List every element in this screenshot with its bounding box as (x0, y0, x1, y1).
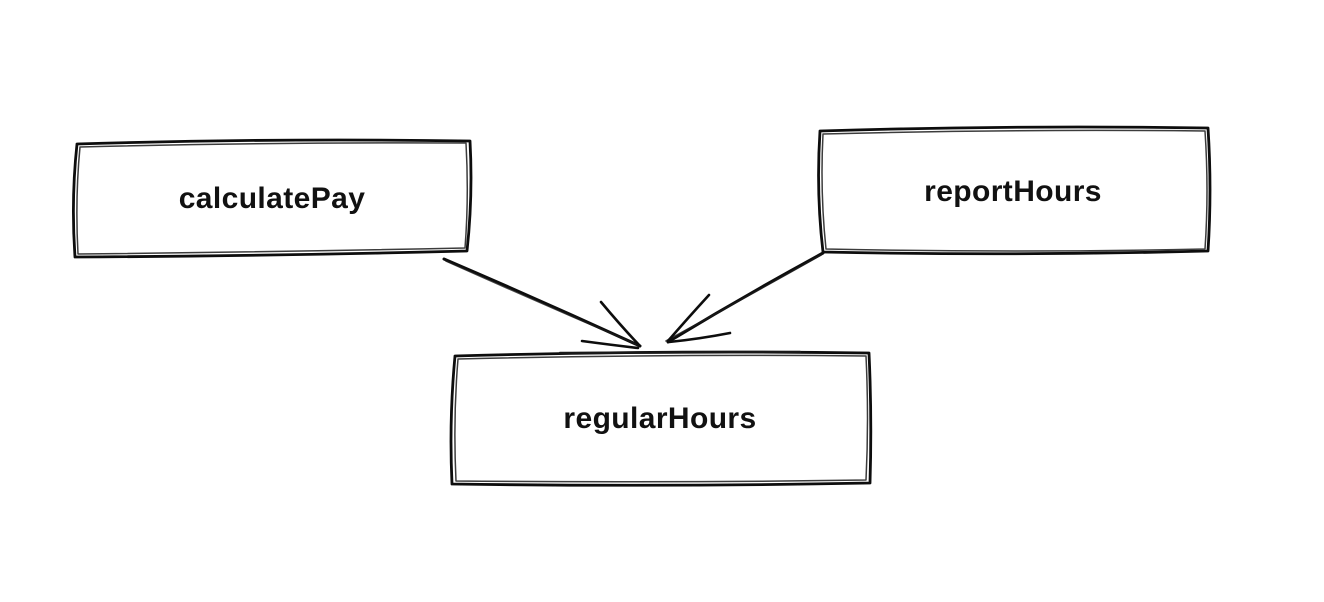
arrowhead-barb (667, 331, 732, 344)
node-regularhours: regularHours (449, 350, 873, 487)
edge-calculatepay-to-regularhours (442, 257, 642, 350)
arrowhead-barb (599, 300, 642, 348)
regularhours-label: regularHours (563, 402, 756, 435)
reporthours-box (817, 125, 1212, 256)
reporthours-box-sketch (821, 129, 1208, 252)
arrowhead-barb (666, 293, 711, 343)
regularhours-box-sketch (454, 354, 869, 483)
calculatepay-box-sketch (76, 142, 469, 255)
arrowhead-barb (580, 339, 640, 350)
calculatepay-label: calculatePay (179, 182, 366, 215)
calculatepay-box (72, 138, 473, 259)
regularhours-top-edge-stroke (558, 350, 802, 355)
edge-line (666, 251, 825, 344)
reporthours-label: reportHours (924, 175, 1102, 208)
edge-reporthours-to-regularhours (665, 251, 825, 344)
edge-line-sketch (445, 260, 639, 346)
edge-line-sketch (665, 254, 822, 342)
node-reporthours: reportHours (817, 125, 1212, 256)
node-calculatepay: calculatePay (72, 138, 473, 259)
